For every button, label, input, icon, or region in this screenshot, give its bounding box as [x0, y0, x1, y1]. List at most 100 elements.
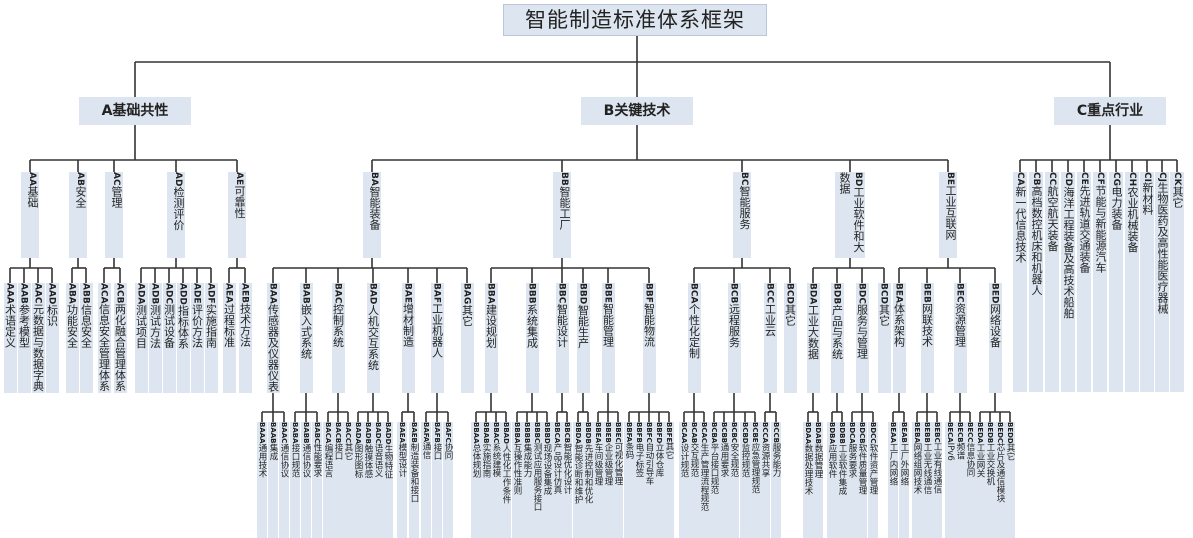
node-code: AAD: [46, 283, 57, 305]
node-name: 基础: [26, 185, 39, 208]
node-code: BECA: [946, 422, 954, 443]
node-code: CJ: [1157, 172, 1167, 182]
node-name: 信息安全管理体系: [97, 303, 111, 392]
node-name: 接口规范: [290, 443, 300, 478]
node-code: BCD: [784, 283, 795, 304]
node-code: BEDA: [976, 422, 984, 444]
node-code: BABB: [302, 422, 310, 444]
node-code: BEAB: [900, 422, 908, 443]
node-name: 航空航天装备: [1046, 185, 1059, 252]
standard-leaf-BABA: BABA接口规范: [290, 422, 300, 538]
category-code: A: [101, 103, 113, 119]
node-name: 个性化定制: [687, 303, 701, 359]
node-name: 智能工厂: [558, 185, 571, 230]
node-name: 车间级管理: [593, 442, 603, 486]
node-code: BBA: [485, 283, 496, 304]
standard-node-BEA: BEA体系架构: [892, 283, 906, 393]
standard-node-ADB: ADB测试方法: [148, 283, 162, 393]
node-code: BADC: [374, 422, 382, 444]
standard-node-CK: CK其它: [1170, 172, 1184, 392]
standard-leaf-BBEC: BBEC可视化管理: [613, 422, 623, 538]
node-code: BC: [739, 172, 749, 186]
node-code: CH: [1127, 172, 1137, 187]
node-code: CC: [1047, 172, 1057, 186]
node-name: 通信协议: [279, 443, 289, 478]
category-name: 基础共性: [112, 103, 169, 119]
standard-leaf-BCBC: BCBC安全规范: [729, 422, 739, 538]
node-name: 元数据与数据字典: [31, 303, 45, 392]
diagram-title: 智能制造标准体系框架: [503, 4, 767, 36]
node-name: 软件资产管理: [868, 443, 878, 495]
node-code: CB: [1031, 172, 1041, 186]
node-code: BBBD: [543, 422, 551, 444]
standard-leaf-BEAA: BEAA工厂内网络: [888, 422, 898, 538]
standard-leaf-BEDD: BEDD其它: [1005, 422, 1015, 538]
node-name: 管理: [110, 185, 123, 208]
node-name: 其它: [1005, 443, 1015, 461]
standard-node-BBD: BBD智能生产: [576, 283, 590, 393]
node-code: BABC: [313, 422, 321, 444]
node-name: 工业大数据: [806, 304, 820, 360]
standard-leaf-BCCA: BCCA资源共享: [760, 422, 770, 538]
category-code: B: [603, 103, 615, 119]
node-name: 工业机器人: [430, 302, 444, 358]
node-name: 通信: [421, 442, 431, 460]
node-code: BAEA: [398, 422, 406, 443]
node-name: 指标体系: [176, 304, 190, 349]
node-name: 先进轨道交通装备: [1078, 184, 1091, 273]
standard-node-BAD: BAD人机交互系统: [366, 283, 380, 393]
node-code: CG: [1111, 172, 1121, 186]
node-name: 产品设计仿真: [552, 443, 562, 495]
standard-node-BB: BB智能工厂: [553, 172, 571, 258]
node-code: BCB: [728, 283, 739, 304]
standard-node-CA: CA新一代信息技术: [1013, 172, 1027, 392]
node-name: 工业云: [763, 303, 777, 337]
standard-leaf-BDCC: BDCC软件资产管理: [868, 422, 878, 538]
node-code: BADA: [354, 422, 362, 444]
standard-leaf-BADD: BADD生物特征: [383, 422, 393, 538]
node-name: 其它: [343, 443, 353, 461]
node-name: 通信协议: [301, 443, 311, 478]
node-name: 新材料: [1141, 181, 1154, 215]
node-name: 参考模型: [17, 303, 31, 348]
standard-leaf-BACC: BACC其它: [343, 422, 353, 538]
standard-leaf-BBFD: BBFD立体仓库: [654, 422, 664, 538]
node-code: CK: [1172, 172, 1182, 186]
node-name: 应用软件: [827, 443, 837, 478]
node-code: BAA: [267, 283, 278, 304]
node-code: AC: [111, 172, 121, 186]
node-name: 工业软件和大数据: [838, 172, 865, 253]
node-code: AA: [27, 172, 37, 186]
node-name: 其它: [460, 304, 474, 327]
node-name: 集成: [268, 443, 278, 461]
node-code: BBC: [556, 283, 567, 304]
node-code: BDBA: [828, 422, 836, 444]
standard-leaf-BCAB: BCAB交互规范: [689, 422, 699, 538]
node-name: 工业交换机: [985, 443, 995, 486]
node-name: 标识: [45, 304, 59, 327]
standard-node-BED: BED网络设备: [988, 283, 1002, 393]
node-code: CE: [1079, 172, 1089, 185]
standard-leaf-BCBD: BCBD监控规范: [740, 422, 750, 538]
node-name: 增材制造: [401, 302, 415, 347]
node-code: ABA: [66, 283, 77, 304]
node-name: 通用要求: [719, 443, 729, 478]
standard-leaf-BAAB: BAAB集成: [268, 422, 278, 538]
node-name: 信息协同: [965, 442, 975, 477]
node-name: 海洋工程装备及高技术船舶: [1062, 186, 1075, 319]
node-name: 服务能力: [771, 442, 781, 477]
node-name: 网络设备: [988, 303, 1002, 348]
standard-leaf-BAFB: BAFB接口: [432, 422, 442, 538]
standard-node-ABB: ABB信息安全: [79, 283, 93, 393]
node-name: 人机交互系统: [366, 304, 380, 371]
category-C: C重点行业: [1054, 97, 1166, 125]
node-code: BAC: [332, 283, 343, 304]
node-code: CD: [1063, 172, 1073, 187]
standard-leaf-BEBA: BEBA网络组网技术: [912, 422, 922, 538]
standard-leaf-BCBE: BCBE应急管理规范: [750, 422, 760, 538]
node-code: BDA: [807, 283, 818, 305]
node-name: 电力装备: [1110, 186, 1123, 230]
standard-leaf-BCAA: BCAA设计规范: [679, 422, 689, 538]
standard-node-AD: AD检测评价: [167, 172, 185, 258]
